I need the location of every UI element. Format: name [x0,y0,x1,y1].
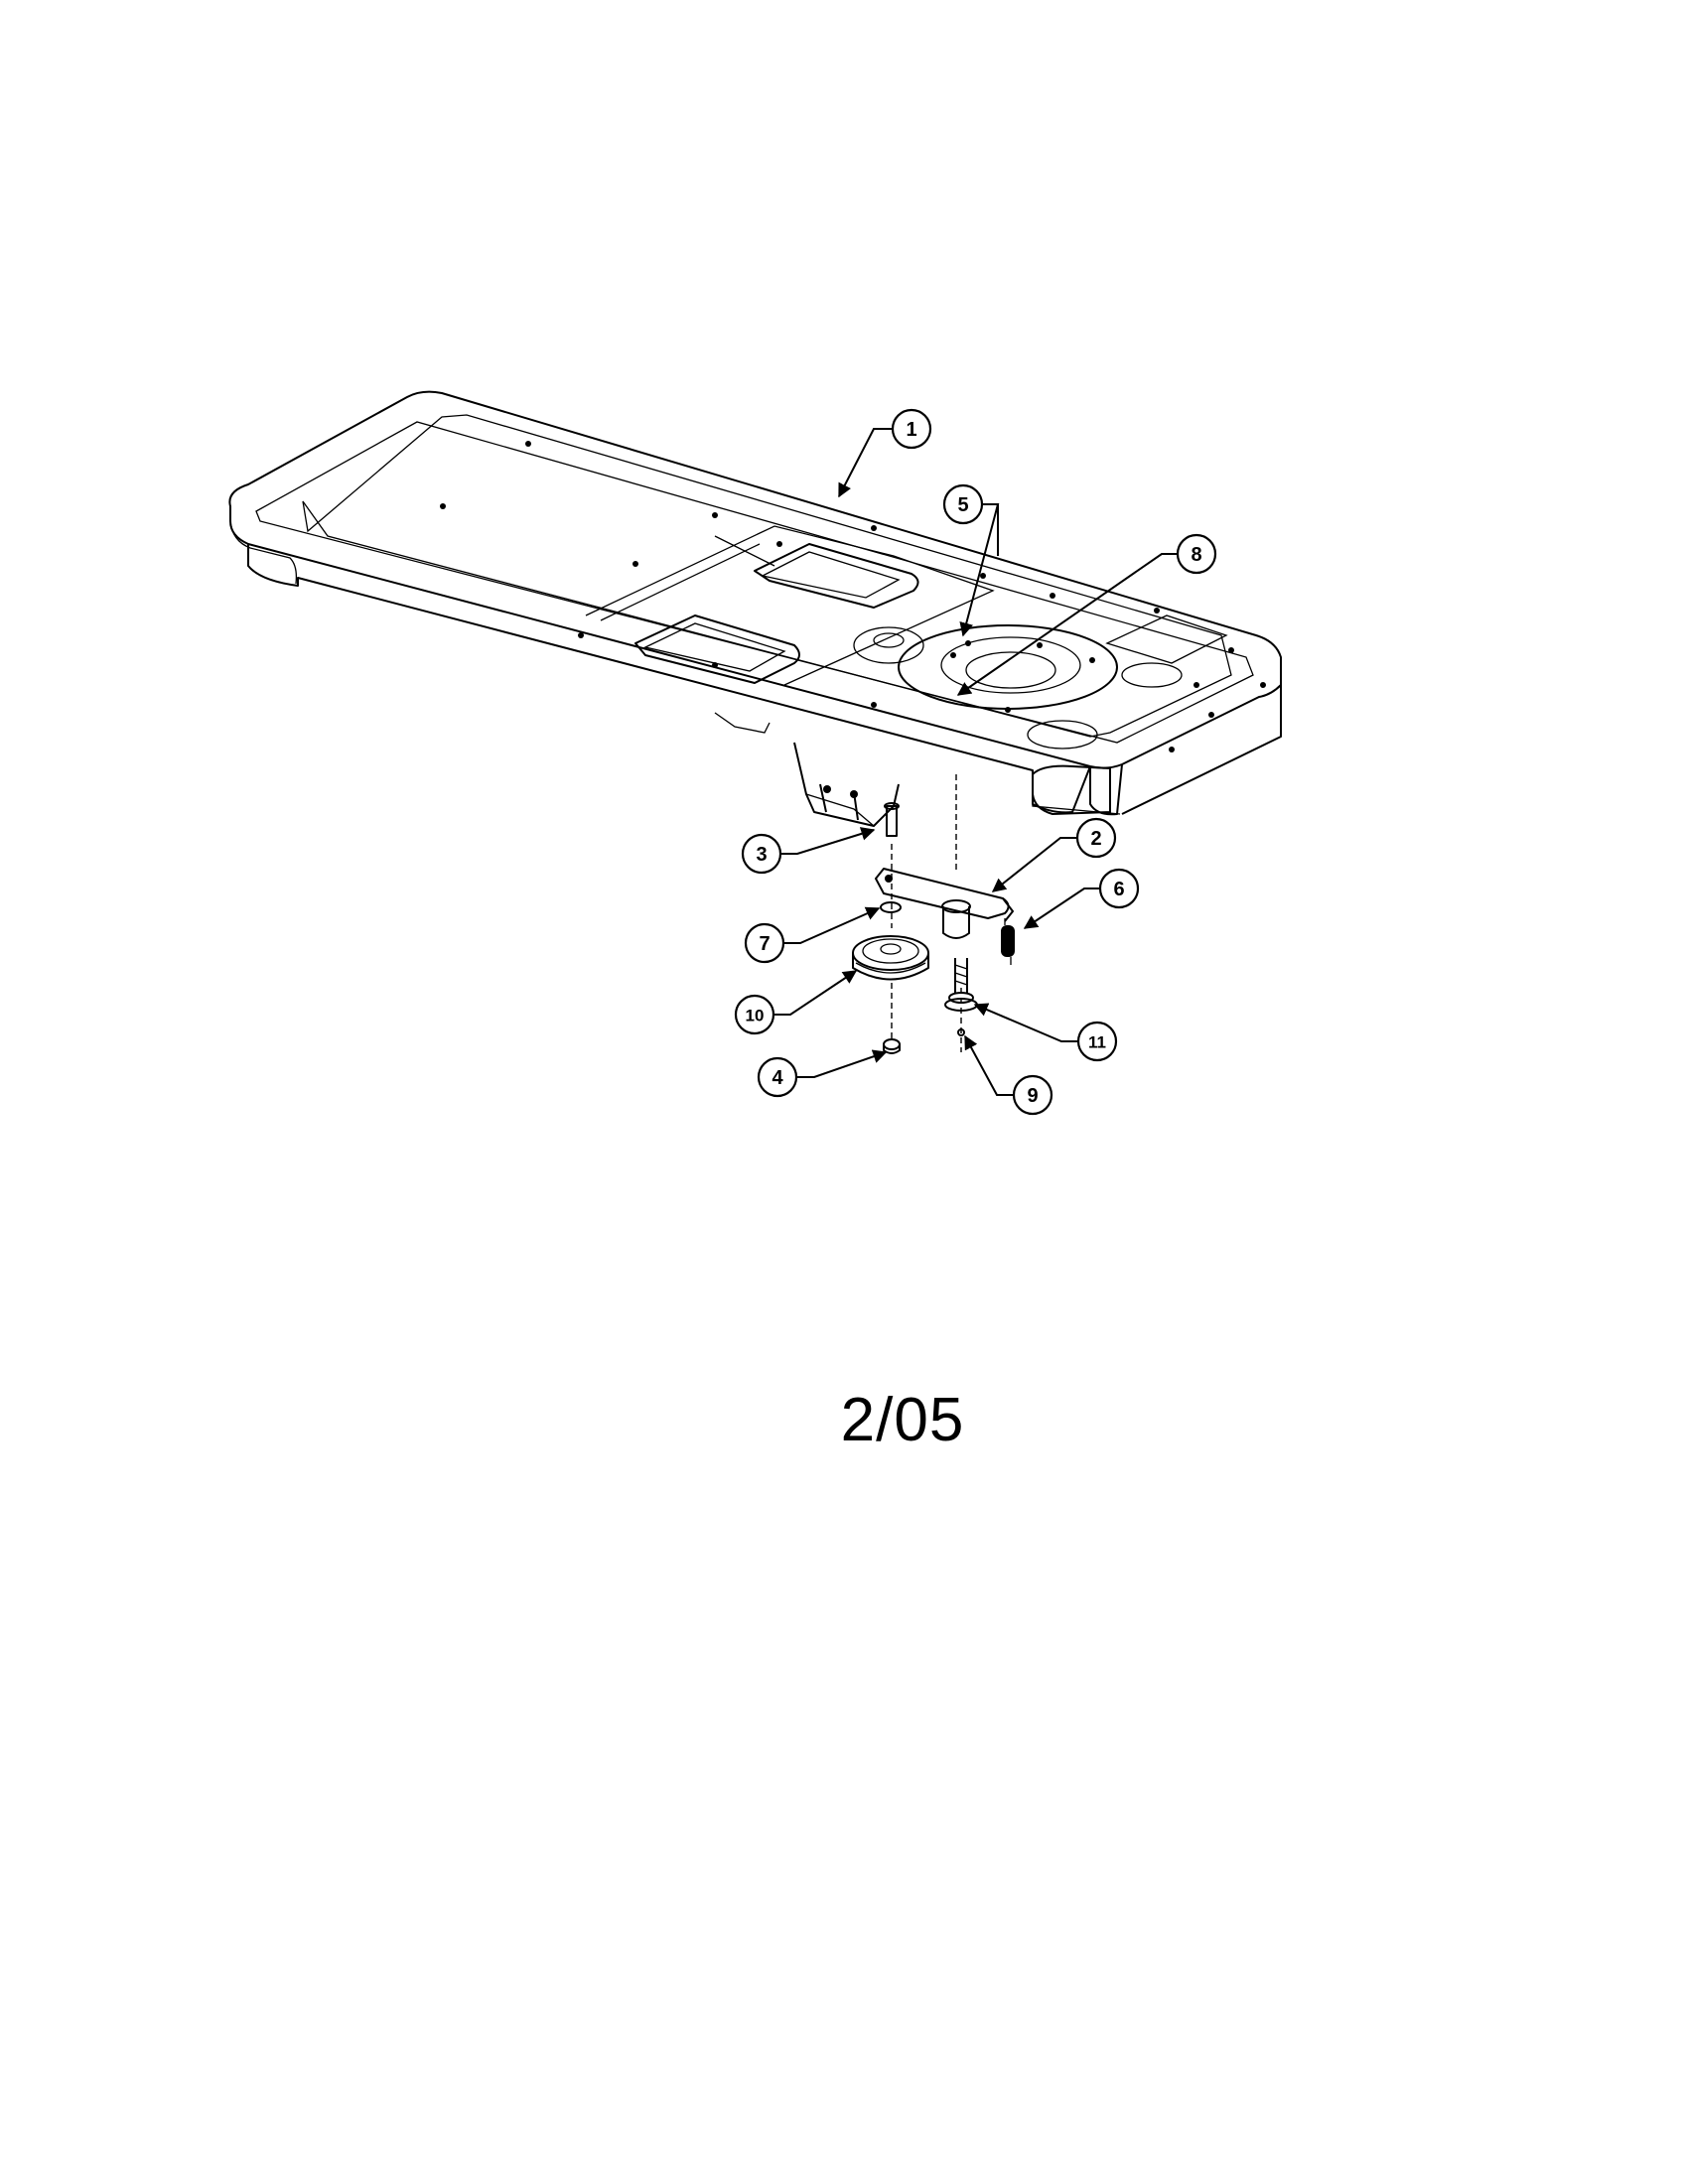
callout-2-label: 2 [1090,828,1101,850]
shaft-part [944,958,978,1012]
spring-part [1001,918,1015,965]
callout-6: 6 [1098,868,1140,909]
washer-part [880,901,902,913]
callout-5: 5 [942,483,984,525]
callout-6-label: 6 [1113,879,1124,900]
callout-8-label: 8 [1191,544,1201,566]
callout-11: 11 [1076,1021,1118,1062]
callout-8: 8 [1176,533,1217,575]
callout-11-label: 11 [1088,1033,1106,1052]
callout-4: 4 [757,1056,798,1098]
callout-4-label: 4 [772,1067,783,1089]
callout-1-label: 1 [906,419,916,441]
pin-part [957,1028,965,1036]
idler-arm-part [875,868,1014,939]
callout-9-label: 9 [1027,1085,1038,1107]
callout-9: 9 [1012,1074,1053,1116]
nut-part [883,1038,901,1054]
bolt-part [884,802,900,837]
callout-2: 2 [1075,817,1117,859]
page-date-code: 2/05 [0,1385,1684,1455]
callout-3-label: 3 [756,844,767,866]
callout-10-label: 10 [746,1007,765,1025]
callout-3: 3 [741,833,782,875]
callout-7: 7 [744,922,785,964]
pulley-part [852,935,929,981]
callout-1: 1 [891,408,932,450]
callout-5-label: 5 [957,494,968,516]
callout-10: 10 [734,994,775,1035]
callout-7-label: 7 [759,933,770,955]
frame-assembly [228,390,1282,827]
page-date-text: 2/05 [840,1386,965,1454]
